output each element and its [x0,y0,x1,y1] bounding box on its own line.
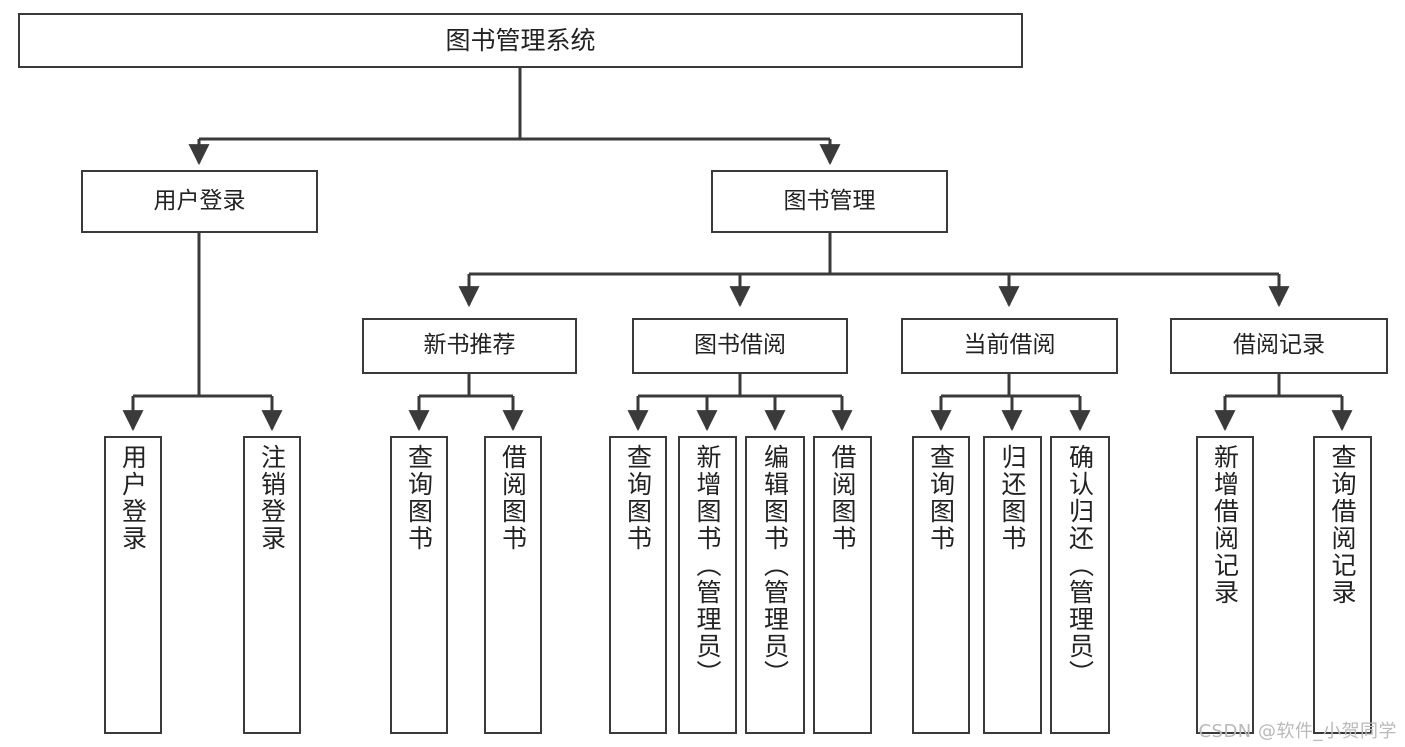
leaf-current-borrow-confirm-label: 确认归还（管理员） [1065,444,1095,687]
node-book-management-label: 图书管理 [783,187,876,214]
leaf-current-borrow-query-label: 查询图书 [926,444,956,552]
leaf-book-borrow-borrow[interactable]: 借阅图书 [813,436,872,734]
leaf-borrow-record-query-label: 查询借阅记录 [1328,444,1357,606]
node-user-login-label: 用户登录 [153,187,246,214]
leaf-user-login-logout-label: 注销登录 [257,444,287,552]
leaf-book-borrow-edit[interactable]: 编辑图书（管理员） [745,436,805,734]
leaf-book-borrow-query[interactable]: 查询图书 [609,436,667,734]
node-borrow-record[interactable]: 借阅记录 [1170,318,1388,374]
leaf-borrow-record-add[interactable]: 新增借阅记录 [1196,436,1254,734]
leaf-book-borrow-edit-label: 编辑图书（管理员） [760,444,790,687]
node-root-label: 图书管理系统 [445,25,596,55]
leaf-current-borrow-confirm[interactable]: 确认归还（管理员） [1050,436,1110,734]
node-book-management[interactable]: 图书管理 [711,170,948,233]
leaf-current-borrow-return[interactable]: 归还图书 [983,436,1042,734]
node-root-system[interactable]: 图书管理系统 [18,13,1023,68]
node-user-login[interactable]: 用户登录 [81,170,318,233]
node-current-borrow-label: 当前借阅 [963,332,1056,359]
node-new-book-recommend-label: 新书推荐 [423,332,516,359]
node-book-borrow-label: 图书借阅 [694,332,786,359]
leaf-book-borrow-add[interactable]: 新增图书（管理员） [678,436,737,734]
node-borrow-record-label: 借阅记录 [1233,332,1325,359]
leaf-borrow-record-query[interactable]: 查询借阅记录 [1313,436,1372,734]
node-new-book-recommend[interactable]: 新书推荐 [362,318,577,374]
leaf-current-borrow-return-label: 归还图书 [998,444,1027,552]
leaf-new-book-borrow-label: 借阅图书 [498,444,528,552]
leaf-book-borrow-borrow-label: 借阅图书 [828,444,857,552]
leaf-new-book-query-label: 查询图书 [404,444,434,552]
leaf-book-borrow-add-label: 新增图书（管理员） [693,444,722,687]
leaf-current-borrow-query[interactable]: 查询图书 [912,436,970,734]
leaf-book-borrow-query-label: 查询图书 [623,444,653,552]
node-current-borrow[interactable]: 当前借阅 [901,318,1118,374]
leaf-borrow-record-add-label: 新增借阅记录 [1210,444,1240,606]
leaf-user-login-logout[interactable]: 注销登录 [243,436,301,734]
leaf-new-book-borrow[interactable]: 借阅图书 [484,436,542,734]
node-book-borrow[interactable]: 图书借阅 [632,318,848,374]
leaf-user-login-login[interactable]: 用户登录 [104,436,162,734]
leaf-user-login-login-label: 用户登录 [118,444,148,552]
leaf-new-book-query[interactable]: 查询图书 [390,436,448,734]
